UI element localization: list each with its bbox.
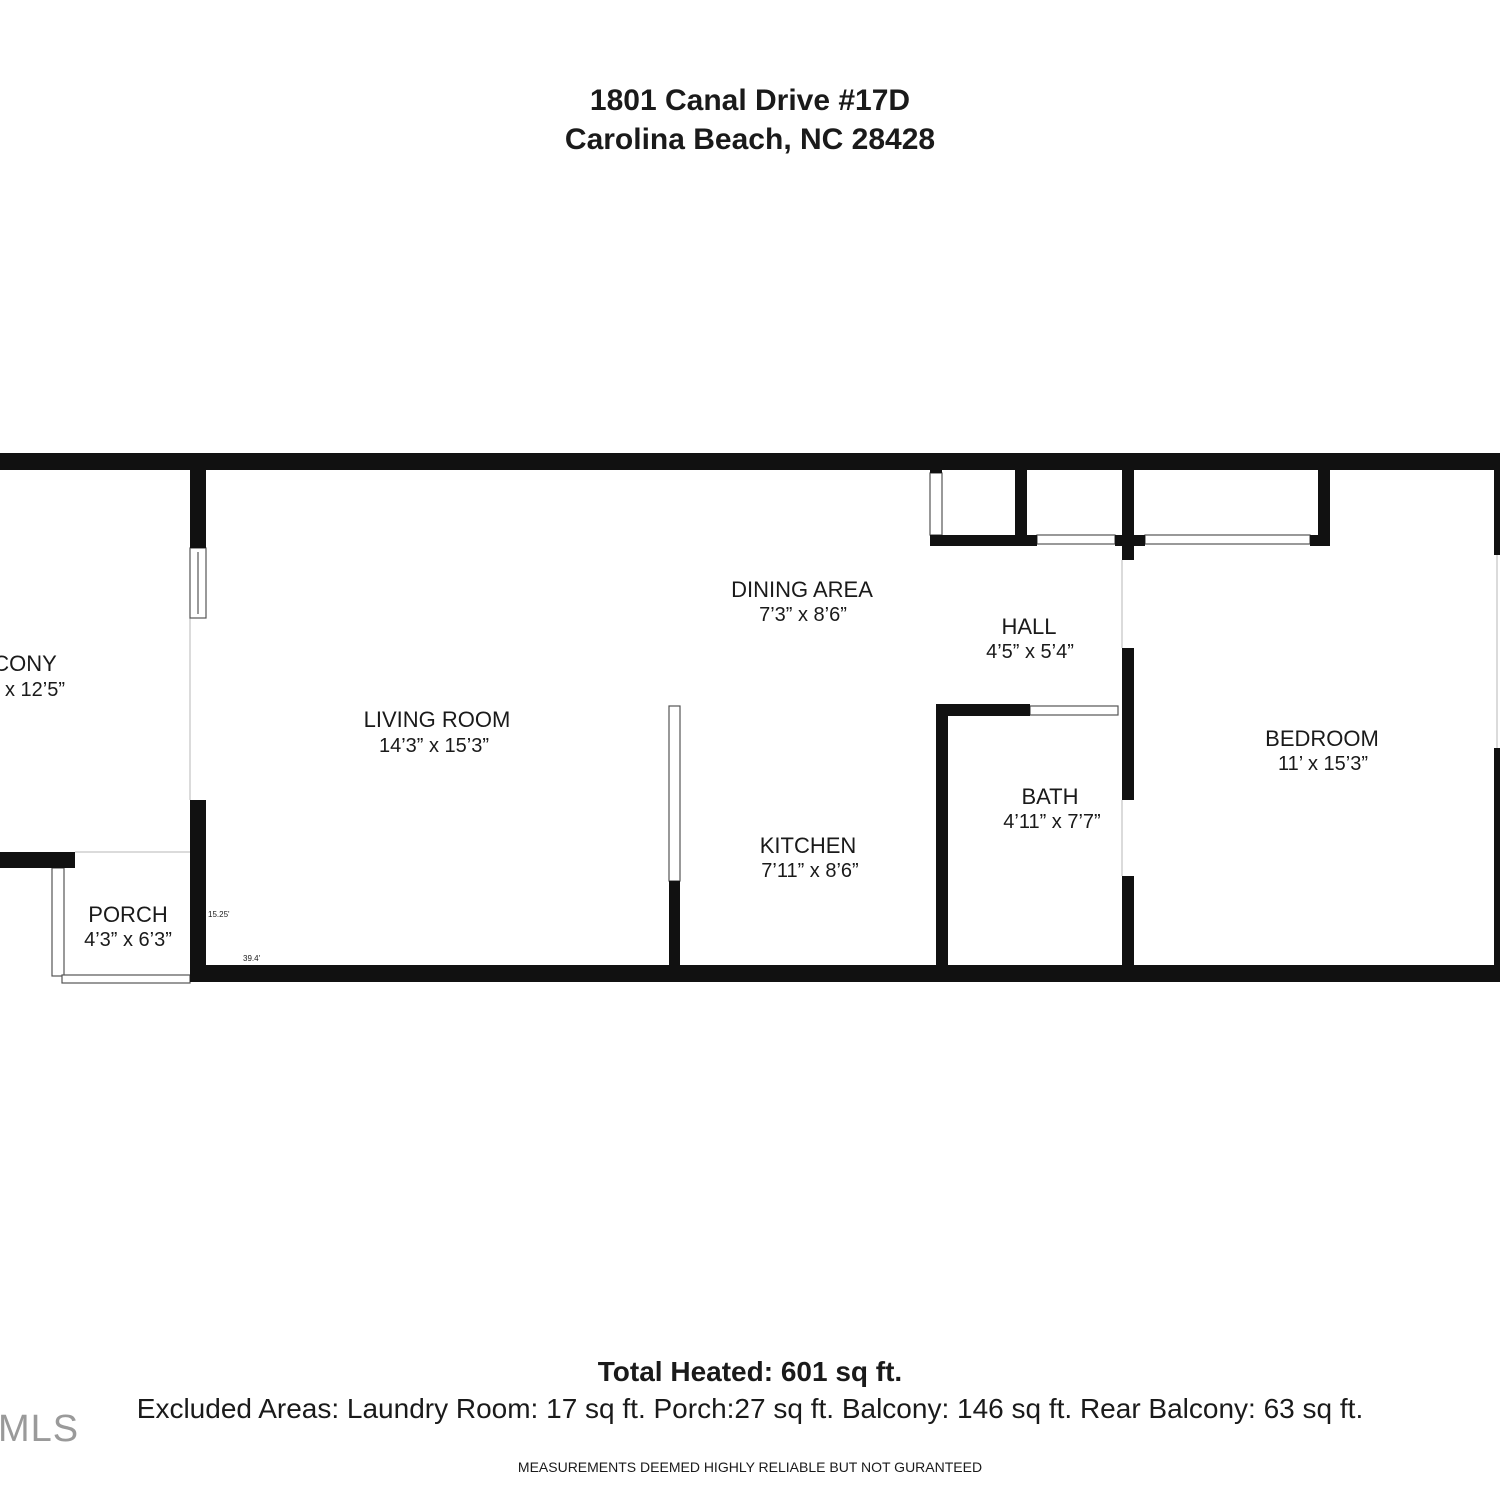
- right-wall-lower: [1494, 748, 1500, 965]
- top-wall: [0, 453, 1500, 470]
- balcony-name: CONY: [0, 651, 57, 676]
- balcony-dims: x 12’5”: [5, 679, 65, 701]
- bedroom-left-wall-upper: [1122, 470, 1134, 560]
- closet-bottom-wall: [930, 535, 1037, 546]
- porch-name: PORCH: [88, 902, 167, 927]
- address-line-1: 1801 Canal Drive #17D: [589, 84, 911, 117]
- living-left-wall-upper: [190, 470, 206, 548]
- bedroom-name: BEDROOM: [1265, 726, 1379, 751]
- hall-name: HALL: [1001, 614, 1056, 639]
- closet-divider: [1015, 470, 1027, 545]
- right-wall-upper: [1494, 470, 1500, 555]
- kitchen-partition-wall: [669, 881, 680, 965]
- dining-area-name: DINING AREA: [731, 577, 873, 602]
- bedroom-dims: 11’ x 15’3”: [1278, 753, 1368, 775]
- bedroom-closet-door: [1144, 534, 1311, 545]
- living-room-name: LIVING ROOM: [364, 707, 511, 732]
- kitchen-dims: 7’11” x 8’6”: [761, 860, 858, 882]
- bath-door: [1029, 705, 1119, 716]
- hall-dims: 4’5” x 5’4”: [986, 641, 1074, 663]
- bedroom-left-wall-mid: [1122, 648, 1134, 800]
- address-line-2: Carolina Beach, NC 28428: [564, 123, 936, 156]
- total-heated-area: Total Heated: 601 sq ft.: [597, 1356, 903, 1387]
- excluded-areas: Excluded Areas: Laundry Room: 17 sq ft. …: [136, 1393, 1364, 1424]
- measurement-disclaimer: MEASUREMENTS DEEMED HIGHLY RELIABLE BUT …: [517, 1459, 983, 1475]
- height-measurement: 15.25': [208, 910, 230, 919]
- windows: [51, 472, 1311, 984]
- bath-left-wall: [936, 704, 948, 965]
- living-room-dims: 14’3” x 15’3”: [379, 735, 489, 757]
- porch-rail: [51, 867, 65, 977]
- bath-dims: 4’11” x 7’7”: [1003, 811, 1100, 833]
- room-labels: CONY x 12’5” PORCH 4’3” x 6’3” LIVING RO…: [0, 577, 1379, 951]
- kitchen-partition-window: [668, 705, 681, 882]
- dining-area-dims: 7’3” x 8’6”: [759, 604, 847, 626]
- bedroom-closet-wall: [1318, 470, 1330, 546]
- closet-window: [929, 472, 943, 536]
- porch-dims: 4’3” x 6’3”: [84, 929, 172, 951]
- closet-door: [1036, 534, 1116, 545]
- width-measurement: 39.4': [243, 954, 261, 963]
- closet-post: [930, 460, 942, 473]
- bedroom-left-wall-lower: [1122, 876, 1134, 965]
- balcony-bottom-wall: [0, 852, 75, 868]
- kitchen-name: KITCHEN: [760, 833, 857, 858]
- bath-name: BATH: [1021, 784, 1078, 809]
- mls-watermark-logo: MLS: [0, 1408, 80, 1450]
- porch-bottom-edge: [61, 974, 191, 984]
- living-left-wall-lower: [190, 800, 206, 982]
- walls: [0, 453, 1500, 982]
- bottom-wall: [190, 965, 1500, 982]
- opening-lines: [75, 555, 1498, 876]
- bath-top-wall: [936, 704, 1030, 716]
